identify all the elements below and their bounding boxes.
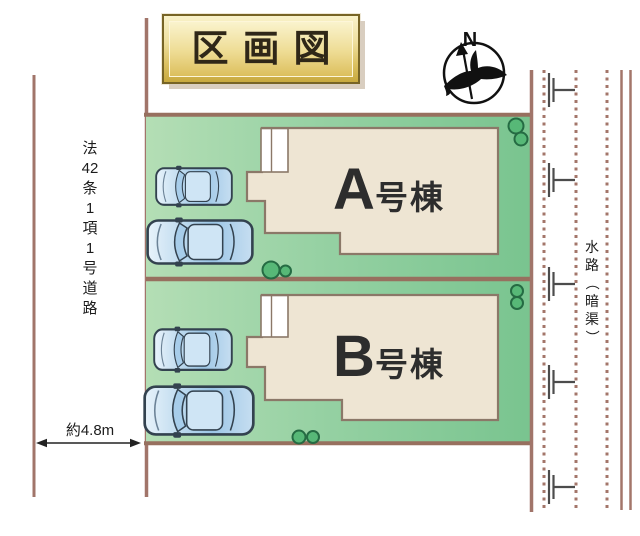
car-icon-b-small xyxy=(153,325,233,374)
building-a xyxy=(245,126,500,256)
tree-icon xyxy=(510,296,524,310)
tree-icon xyxy=(513,131,529,147)
road-width-label: 約4.8m xyxy=(65,422,115,439)
waterway-gate-icon xyxy=(547,163,575,197)
bird-icon xyxy=(444,50,507,96)
tree-icon xyxy=(261,260,281,280)
car-icon-a-large xyxy=(146,216,254,268)
north-arrowhead xyxy=(456,42,468,56)
building-b-porch xyxy=(260,294,289,338)
building-a-porch xyxy=(260,127,289,173)
map-title-inner: 区画図 xyxy=(169,21,353,77)
building-b-letter: B xyxy=(333,324,375,389)
page-title: 区画図 xyxy=(191,28,345,70)
waterway-gate-icon xyxy=(547,470,575,504)
north-compass: N xyxy=(442,29,507,105)
north-arrow xyxy=(461,49,474,100)
tree-icons xyxy=(261,117,529,445)
waterway-gate-icon xyxy=(547,267,575,301)
waterway-strip xyxy=(542,70,632,510)
car-icon-b-large xyxy=(143,381,255,440)
tree-icon xyxy=(510,284,524,298)
tree-icon xyxy=(306,430,320,444)
building-a-suffix: 号棟 xyxy=(374,179,445,216)
car-icon-a-small xyxy=(155,164,233,209)
map-title-plate: 区画図 xyxy=(162,14,360,84)
waterway-gate-icon xyxy=(547,73,575,107)
building-b xyxy=(245,293,500,422)
waterway-label: 水路（暗渠） xyxy=(584,239,600,344)
tree-icon xyxy=(507,117,525,135)
north-label: N xyxy=(463,29,477,51)
tree-icon xyxy=(291,429,307,445)
tree-icon xyxy=(279,264,292,278)
building-b-suffix: 号棟 xyxy=(374,346,445,383)
waterway-gate-icon xyxy=(547,365,575,399)
dimension-arrow xyxy=(36,438,141,448)
building-a-letter: A xyxy=(333,157,375,222)
